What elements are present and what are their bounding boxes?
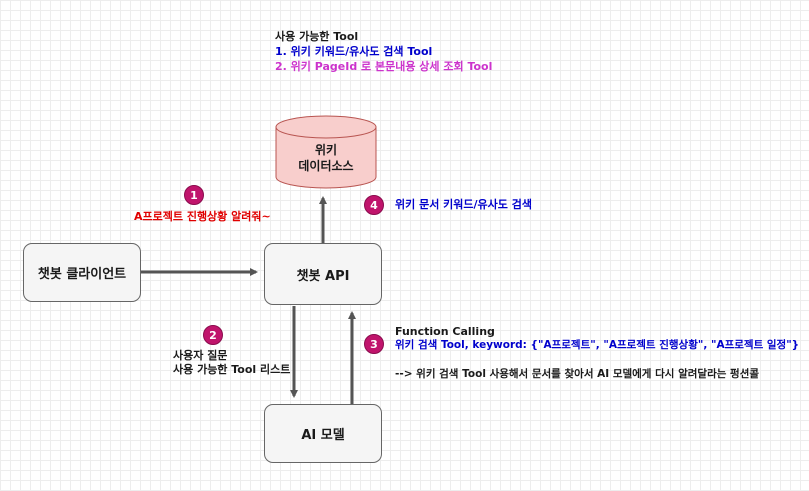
step-4-text: 위키 문서 키워드/유사도 검색 [395, 198, 532, 211]
wiki-datasource-label-line2: 데이터소스 [298, 159, 354, 173]
wiki-datasource-label: 위키 데이터소스 [276, 142, 376, 174]
step-3-title: Function Calling [395, 325, 495, 338]
step-3-badge: 3 [364, 334, 384, 354]
chatbot-api-node[interactable]: 챗봇 API [264, 243, 382, 305]
step-2-line-2: 사용 가능한 Tool 리스트 [173, 363, 291, 376]
step-3-note: --> 위키 검색 Tool 사용해서 문서를 찾아서 AI 모델에게 다시 알… [395, 368, 760, 380]
ai-model-node[interactable]: AI 모델 [264, 404, 382, 463]
tools-header-item-2: 2. 위키 PageId 로 본문내용 상세 조회 Tool [275, 60, 493, 73]
chatbot-api-label: 챗봇 API [296, 268, 350, 284]
chatbot-client-label: 챗봇 클라이언트 [37, 267, 127, 282]
step-2-badge: 2 [203, 325, 223, 345]
wiki-datasource-cylinder[interactable] [275, 115, 377, 189]
step-4-badge: 4 [364, 195, 384, 215]
tools-header-item-1: 1. 위키 키워드/유사도 검색 Tool [275, 45, 433, 58]
step-3-function-call: 위키 검색 Tool, keyword: {"A프로젝트", "A프로젝트 진행… [395, 339, 800, 351]
step-2-line-1: 사용자 질문 [173, 349, 228, 362]
step-1-badge: 1 [184, 185, 204, 205]
tools-header-title: 사용 가능한 Tool [275, 30, 359, 43]
chatbot-client-node[interactable]: 챗봇 클라이언트 [23, 243, 141, 302]
ai-model-label: AI 모델 [301, 428, 345, 443]
step-1-text: A프로젝트 진행상황 알려줘~ [134, 210, 271, 223]
wiki-datasource-label-line1: 위키 [314, 143, 338, 157]
